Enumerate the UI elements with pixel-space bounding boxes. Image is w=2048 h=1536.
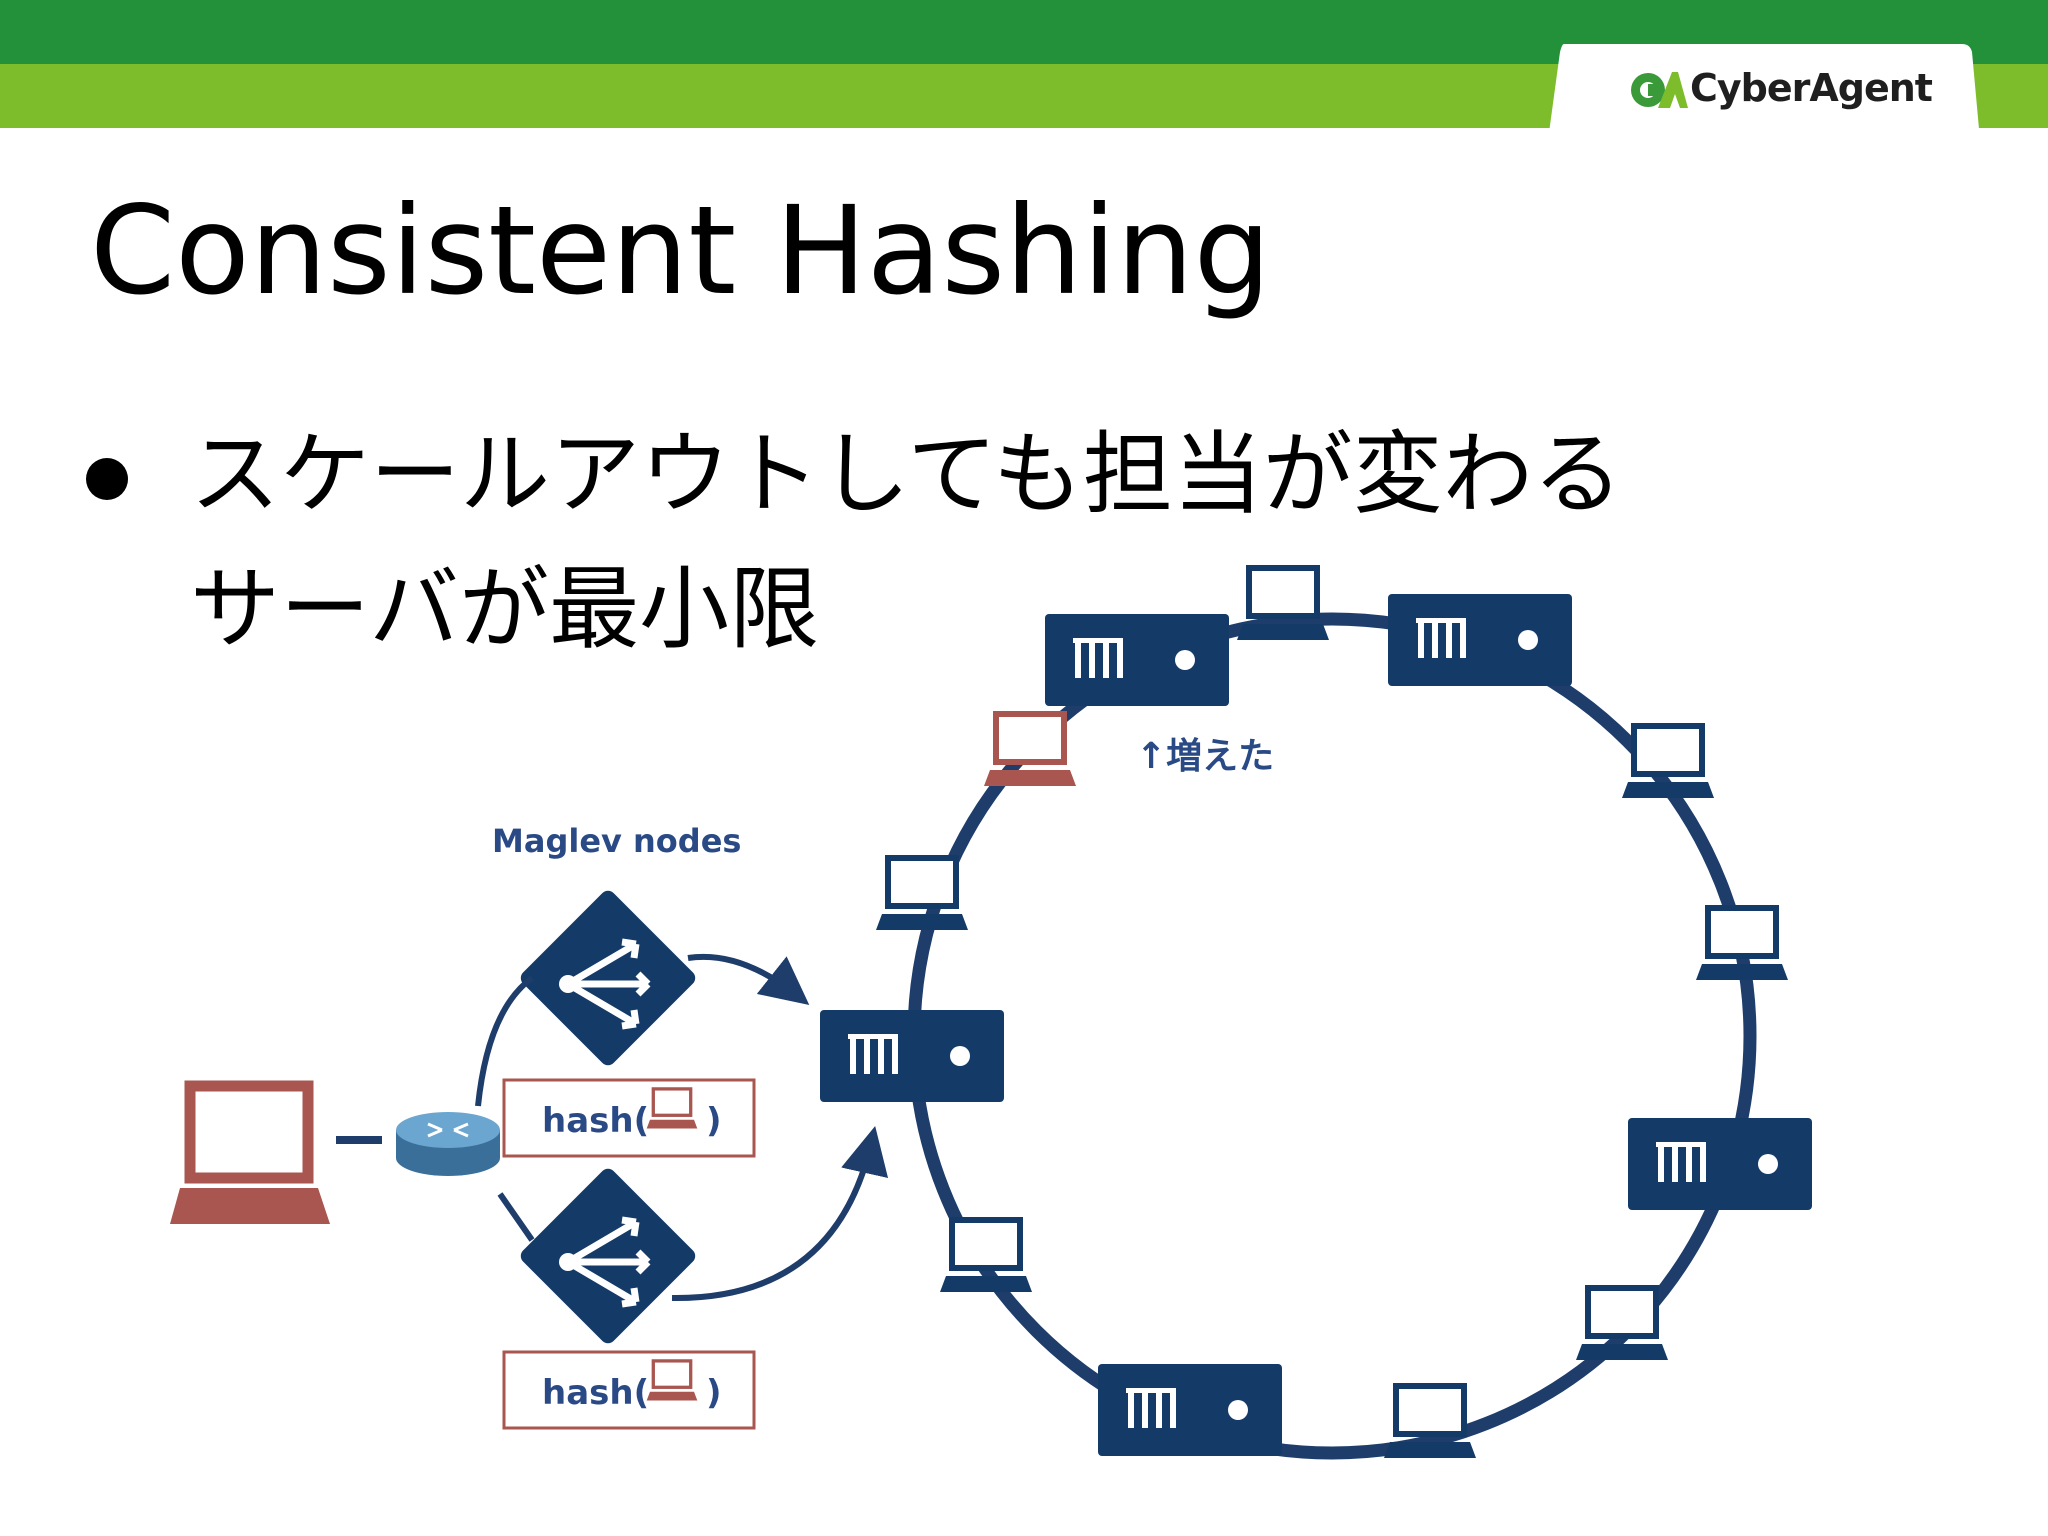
maglev-nodes-label: Maglev nodes	[492, 822, 741, 860]
added-label: ↑増えた	[1136, 736, 1274, 777]
laptop-icon	[1576, 1288, 1668, 1360]
laptop-icon	[1696, 908, 1788, 980]
hash-close-paren: )	[706, 1101, 722, 1141]
laptop-icon	[1622, 726, 1714, 798]
laptop-icon	[1384, 1386, 1476, 1458]
cyberagent-logo-icon	[1631, 72, 1688, 108]
server-node-5	[1098, 1364, 1282, 1456]
server-node-3	[820, 1010, 1004, 1102]
logo-text: CyberAgent	[1690, 66, 1933, 110]
bullet-dot	[86, 458, 128, 500]
maglev-node-icon	[517, 887, 698, 1068]
bullet-text-line2: サーバが最小限	[190, 557, 820, 662]
hash-box-2: hash( )	[502, 1350, 756, 1430]
server-node-1	[1045, 614, 1229, 706]
slide-title: Consistent Hashing	[90, 180, 1272, 322]
bullet-text-line1: スケールアウトしても担当が変わる	[190, 422, 1623, 527]
laptop-icon	[940, 1220, 1032, 1292]
laptop-icon	[645, 1087, 699, 1131]
arrow-to-server-1	[687, 953, 810, 1005]
laptop-icon	[645, 1359, 699, 1403]
server-node-2	[1388, 594, 1572, 686]
arrow-to-server-2	[671, 1125, 889, 1302]
hash-label: hash(	[542, 1101, 649, 1141]
server-node-4	[1628, 1118, 1812, 1210]
hash-label: hash(	[542, 1373, 649, 1413]
hash-close-paren: )	[706, 1373, 722, 1413]
client-laptop-icon	[170, 1080, 330, 1224]
hash-box-1: hash( )	[502, 1078, 756, 1158]
added-laptop-icon	[984, 714, 1076, 786]
maglev-node-icon	[517, 1165, 698, 1346]
logo-tab	[1548, 44, 1980, 140]
laptop-icon	[1237, 568, 1329, 640]
router-icon	[396, 1112, 500, 1176]
laptop-icon	[876, 858, 968, 930]
